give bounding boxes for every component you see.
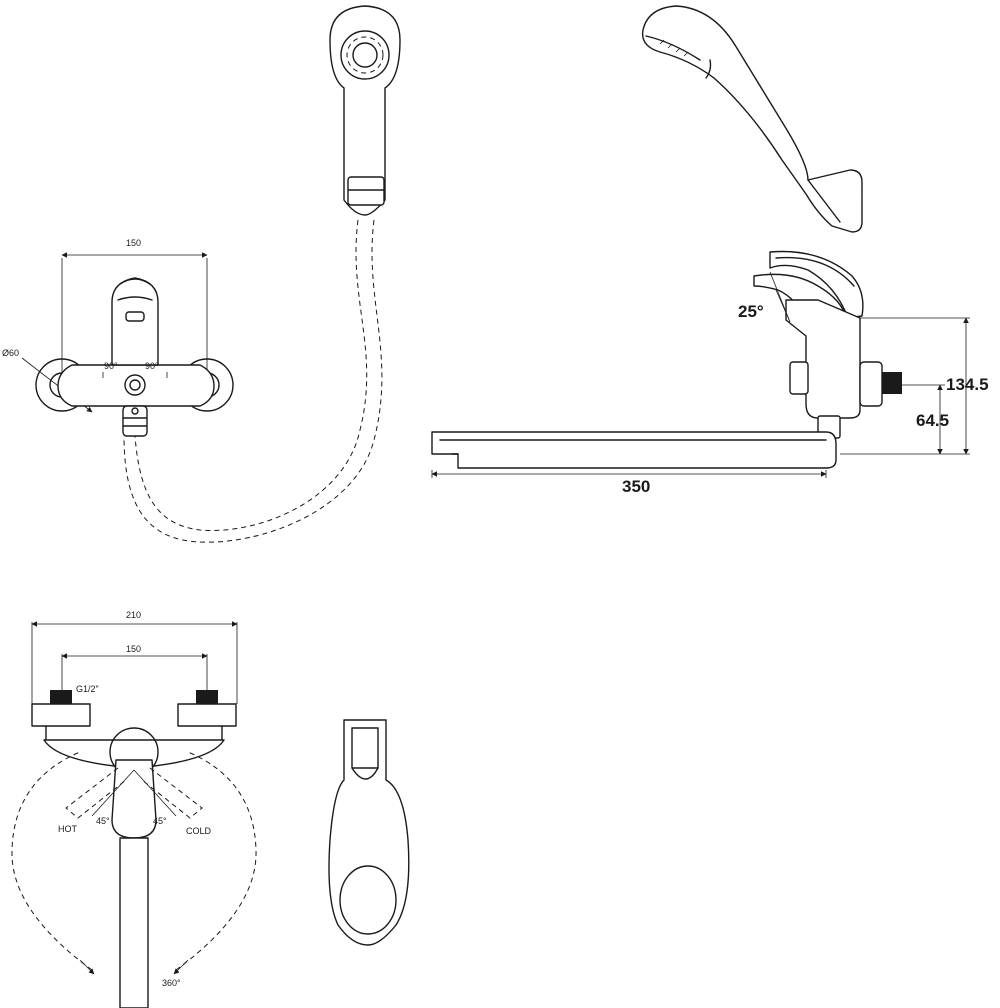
side-angle: 25° xyxy=(738,302,764,321)
top-rotation-label: 360° xyxy=(162,978,181,988)
front-angle-right: 90° xyxy=(145,361,159,371)
shower-head-front xyxy=(328,719,410,946)
shower-side xyxy=(641,5,863,233)
side-dim-height-spout: 64.5 xyxy=(916,411,949,430)
front-dim-width: 150 xyxy=(126,238,141,248)
top-label-hot: HOT xyxy=(58,824,78,834)
side-dim-height-total: 134.5 xyxy=(946,375,989,394)
top-dim-overall: 210 xyxy=(126,610,141,620)
top-thread-label: G1/2" xyxy=(76,684,99,694)
top-dim-centers: 150 xyxy=(126,644,141,654)
top-label-cold: COLD xyxy=(186,826,212,836)
top-view: 210 150 G1/2" HOT COLD 45° 45° xyxy=(11,610,257,1008)
front-view: 150 Ø60 90° 90° xyxy=(2,238,234,437)
front-dim-diameter: Ø60 xyxy=(2,348,19,358)
side-dim-spout-length: 350 xyxy=(622,477,650,496)
front-angle-left: 90° xyxy=(104,361,118,371)
hose-and-hand-shower xyxy=(123,5,401,543)
side-view: 25° 134.5 64.5 350 xyxy=(431,250,989,496)
top-angle-cold: 45° xyxy=(153,816,167,826)
top-angle-hot: 45° xyxy=(96,816,110,826)
